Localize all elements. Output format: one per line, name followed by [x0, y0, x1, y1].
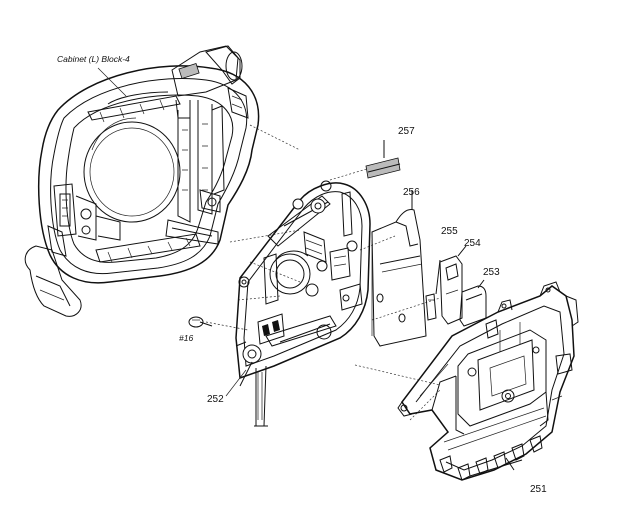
label-part-254: 254 [464, 238, 481, 249]
part-255 [425, 259, 441, 321]
screw-16 [188, 316, 213, 328]
cabinet-l-block [24, 45, 260, 317]
assembly-guide-lines [205, 124, 441, 421]
label-part-256: 256 [403, 187, 420, 198]
part-251 [397, 281, 579, 481]
part-252 [235, 180, 371, 427]
leader-lines [97, 67, 247, 397]
label-part-253: 253 [483, 267, 500, 278]
part-253 [459, 279, 487, 327]
label-part-257: 257 [398, 126, 415, 137]
label-part-252: 252 [207, 394, 224, 405]
label-screw-16: #16 [179, 333, 194, 343]
part-257 [365, 140, 401, 179]
part-254 [439, 245, 467, 325]
part-256 [371, 190, 427, 347]
label-cabinet-l-block: Cabinet (L) Block-4 [57, 54, 130, 64]
label-part-255: 255 [441, 226, 458, 237]
label-part-251: 251 [530, 484, 547, 495]
